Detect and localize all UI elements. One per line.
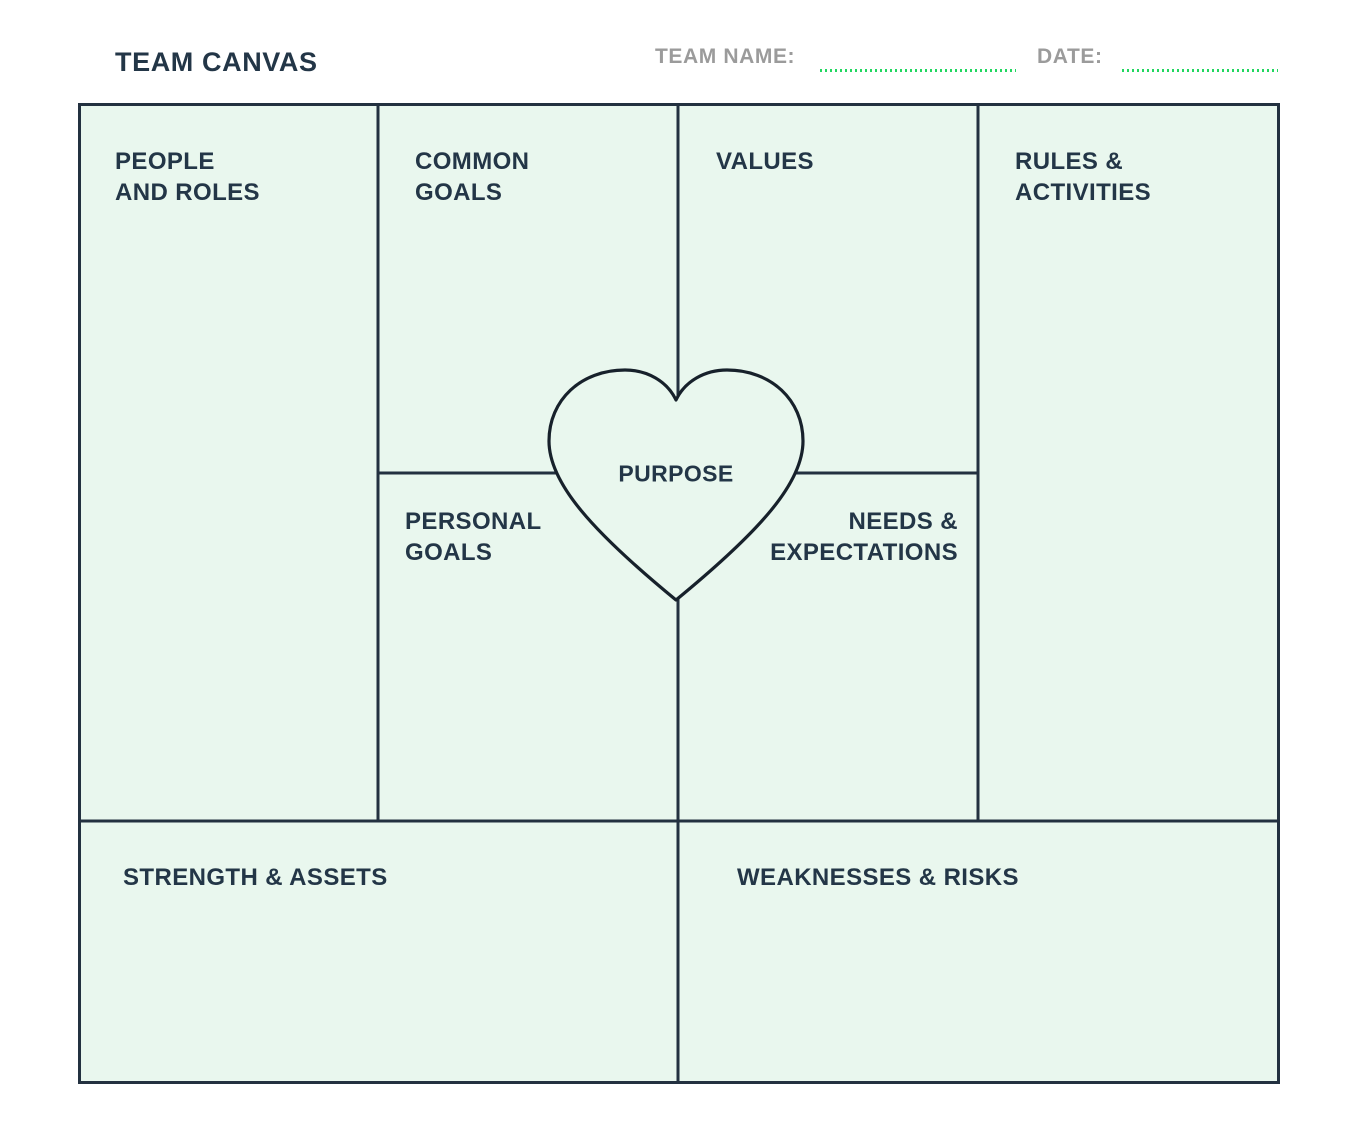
section-label-personal-goals: PERSONAL GOALS xyxy=(405,508,542,566)
section-label-strength-and-assets: STRENGTH & ASSETS xyxy=(123,864,388,891)
section-label-values: VALUES xyxy=(716,148,814,175)
section-label-weaknesses-and-risks: WEAKNESSES & RISKS xyxy=(737,864,1019,891)
purpose-heart-outline xyxy=(547,368,805,602)
section-label-common-goals: COMMON GOALS xyxy=(415,148,530,206)
date-input[interactable] xyxy=(1122,42,1278,72)
canvas-grid-lines xyxy=(78,103,1280,1084)
section-label-needs-and-expectations: NEEDS & EXPECTATIONS xyxy=(770,508,958,566)
date-label: DATE: xyxy=(1037,45,1103,68)
section-label-people-and-roles: PEOPLE AND ROLES xyxy=(115,148,260,206)
page-title: TEAM CANVAS xyxy=(115,47,318,77)
canvas-grid: PEOPLE AND ROLES COMMON GOALS VALUES RUL… xyxy=(78,103,1280,1084)
team-name-label: TEAM NAME: xyxy=(655,45,796,68)
section-label-purpose: PURPOSE xyxy=(618,460,734,487)
team-name-input[interactable] xyxy=(820,42,1016,72)
section-label-rules-and-activities: RULES & ACTIVITIES xyxy=(1015,148,1152,206)
